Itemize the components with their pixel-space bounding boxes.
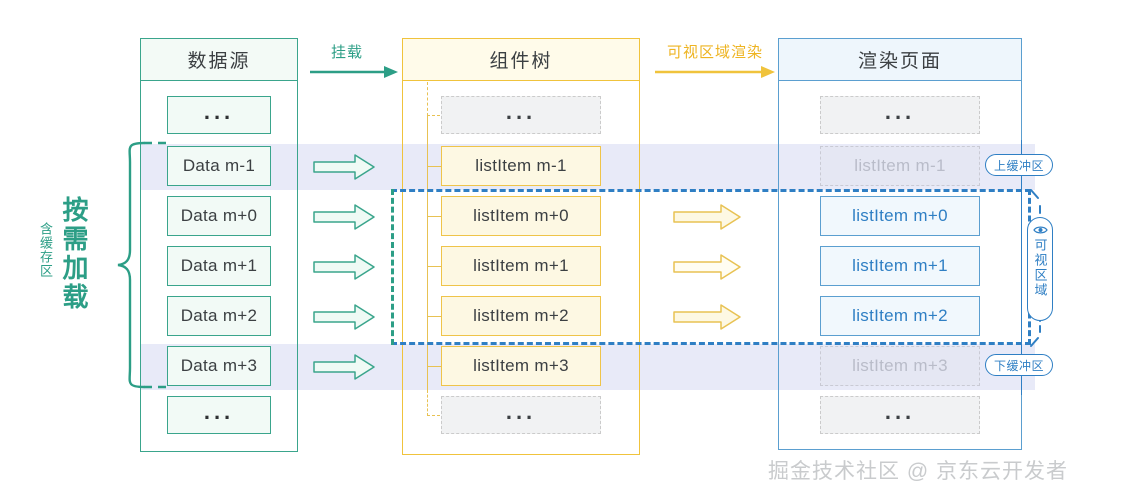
render-item-4-buffered: listItem m+3 <box>820 346 980 386</box>
datasource-item-ellipsis-top: ... <box>167 96 271 134</box>
column-component-tree: 组件树 <box>402 38 640 455</box>
load-block-arrow-1 <box>313 204 375 230</box>
load-block-arrow-3 <box>313 304 375 330</box>
tree-spine-bottom <box>427 390 428 416</box>
visible-region-pill: 可视区域 <box>1027 217 1053 321</box>
column-datasource-header: 数据源 <box>141 39 297 81</box>
on-demand-brace <box>117 141 166 389</box>
render-item-3[interactable]: listItem m+2 <box>820 296 980 336</box>
column-render-page: 渲染页面 <box>778 38 1022 450</box>
upper-buffer-badge: 上缓冲区 <box>985 154 1053 176</box>
lower-buffer-badge: 下缓冲区 <box>985 354 1053 376</box>
datasource-item-2[interactable]: Data m+1 <box>167 246 271 286</box>
load-block-arrow-2 <box>313 254 375 280</box>
tree-item-2[interactable]: listItem m+1 <box>441 246 601 286</box>
tree-item-4[interactable]: listItem m+3 <box>441 346 601 386</box>
render-item-ellipsis-bottom: ... <box>820 396 980 434</box>
visible-region-label: 可视区域 <box>1032 238 1048 298</box>
datasource-item-0[interactable]: Data m-1 <box>167 146 271 186</box>
tree-branch-4 <box>427 366 445 367</box>
tree-branch-3 <box>427 316 445 317</box>
viewport-render-flow-arrow <box>655 66 775 78</box>
column-component-tree-header: 组件树 <box>403 39 639 81</box>
tree-branch-bottom <box>427 415 445 416</box>
datasource-item-4[interactable]: Data m+3 <box>167 346 271 386</box>
column-datasource: 数据源 <box>140 38 298 452</box>
datasource-item-3[interactable]: Data m+2 <box>167 296 271 336</box>
mount-flow-arrow <box>310 66 398 78</box>
tree-branch-2 <box>427 266 445 267</box>
watermark-text: 掘金技术社区 @ 京东云开发者 <box>768 460 1068 483</box>
viewport-guide-line <box>1021 140 1022 395</box>
render-item-1[interactable]: listItem m+0 <box>820 196 980 236</box>
tree-item-3[interactable]: listItem m+2 <box>441 296 601 336</box>
tree-spine-top <box>427 82 428 116</box>
render-item-ellipsis-top: ... <box>820 96 980 134</box>
render-block-arrow-2 <box>673 304 741 330</box>
column-render-page-header: 渲染页面 <box>779 39 1021 81</box>
datasource-item-1[interactable]: Data m+0 <box>167 196 271 236</box>
tree-item-ellipsis-top: ... <box>441 96 601 134</box>
tree-item-1[interactable]: listItem m+0 <box>441 196 601 236</box>
mount-arrow-label: 挂载 <box>331 44 364 61</box>
render-item-0-buffered: listItem m-1 <box>820 146 980 186</box>
tree-item-0[interactable]: listItem m-1 <box>441 146 601 186</box>
tree-branch-1 <box>427 216 445 217</box>
render-item-2[interactable]: listItem m+1 <box>820 246 980 286</box>
tree-branch-0 <box>427 166 445 167</box>
render-block-arrow-0 <box>673 204 741 230</box>
viewport-render-arrow-label: 可视区域渲染 <box>667 44 764 61</box>
tree-spine-main <box>427 116 428 391</box>
viewport-pill-connector-top <box>1030 189 1041 219</box>
includes-buffer-label: 含缓存区 <box>38 222 53 278</box>
load-block-arrow-4 <box>313 354 375 380</box>
viewport-left-edge-green <box>391 189 394 345</box>
render-block-arrow-1 <box>673 254 741 280</box>
eye-icon <box>1032 226 1048 234</box>
tree-branch-top <box>427 115 445 116</box>
tree-item-ellipsis-bottom: ... <box>441 396 601 434</box>
load-block-arrow-0 <box>313 154 375 180</box>
on-demand-load-label: 按需加载 <box>59 196 89 312</box>
datasource-item-ellipsis-bottom: ... <box>167 396 271 434</box>
